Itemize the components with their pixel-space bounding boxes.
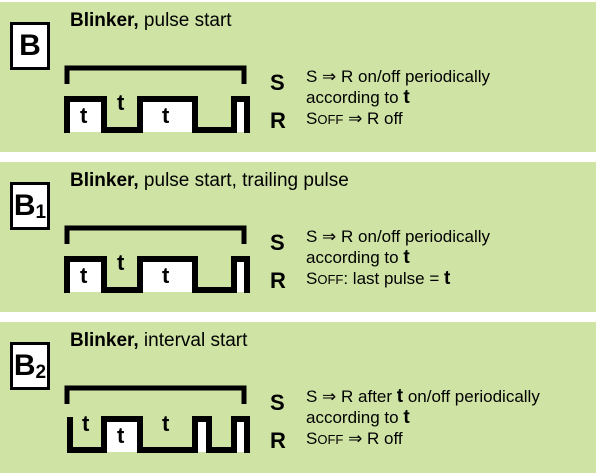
desc-text: according to bbox=[306, 408, 404, 427]
signal-s-label: S bbox=[270, 390, 285, 415]
description: S ⇒ R on/off periodically according to t… bbox=[306, 226, 490, 290]
desc-t: t bbox=[403, 87, 410, 108]
timing-diagram-b bbox=[64, 65, 250, 133]
desc-text: according to bbox=[306, 248, 404, 267]
function-code-sub: 1 bbox=[35, 201, 47, 223]
desc-text: S bbox=[306, 269, 318, 288]
desc-line: S ⇒ R on/off periodically bbox=[306, 66, 490, 87]
title-bold: Blinker, bbox=[70, 170, 139, 191]
desc-off: OFF bbox=[317, 432, 344, 447]
desc-line: according to t bbox=[306, 87, 490, 108]
title-rest: pulse start bbox=[138, 10, 232, 31]
desc-text: on/off periodically bbox=[403, 387, 540, 406]
r-signal-line bbox=[64, 256, 250, 293]
panel-b: B Blinker, pulse start t t t S R S ⇒ R o… bbox=[0, 2, 596, 152]
r-pulse bbox=[234, 419, 247, 452]
desc-t: t bbox=[443, 268, 451, 289]
r-pulse bbox=[67, 259, 104, 292]
r-signal-line bbox=[67, 416, 250, 453]
t-label: t bbox=[80, 103, 88, 128]
t-label: t bbox=[162, 411, 170, 436]
s-signal-line bbox=[64, 385, 247, 404]
desc-t: t bbox=[403, 247, 410, 268]
t-label: t bbox=[117, 423, 125, 448]
timing-diagram-b1 bbox=[64, 225, 250, 293]
description: S ⇒ R on/off periodically according to t… bbox=[306, 66, 490, 130]
desc-off: OFF bbox=[317, 272, 344, 287]
function-code-box: B bbox=[10, 22, 50, 70]
function-code: B bbox=[19, 29, 41, 62]
function-code: B bbox=[13, 349, 36, 382]
signal-s-label: S bbox=[270, 230, 285, 255]
t-label: t bbox=[162, 263, 170, 288]
description: S ⇒ R after t on/off periodically accord… bbox=[306, 386, 540, 450]
timing-diagram-b2 bbox=[64, 385, 250, 453]
desc-text: ⇒ R off bbox=[343, 109, 403, 128]
desc-t: t bbox=[403, 407, 410, 428]
r-pulse bbox=[140, 259, 195, 292]
r-pulse bbox=[67, 99, 104, 132]
s-signal-line bbox=[64, 225, 247, 244]
signal-r-label: R bbox=[270, 428, 286, 453]
desc-text: according to bbox=[306, 88, 404, 107]
function-code: B bbox=[13, 189, 36, 222]
desc-off: OFF bbox=[317, 112, 344, 127]
function-code-sub: 2 bbox=[35, 361, 47, 383]
signal-s-label: S bbox=[270, 70, 285, 95]
r-pulse bbox=[140, 99, 195, 132]
r-pulse bbox=[195, 419, 209, 452]
signal-r-label: R bbox=[270, 268, 286, 293]
t-label: t bbox=[80, 263, 88, 288]
desc-text: S ⇒ R on/off periodically bbox=[306, 227, 491, 246]
desc-line: according to t bbox=[306, 247, 490, 268]
desc-text: ⇒ R off bbox=[343, 429, 403, 448]
title-rest: pulse start, trailing pulse bbox=[138, 170, 349, 191]
desc-line: SOFF ⇒ R off bbox=[306, 428, 540, 450]
title-bold: Blinker, bbox=[70, 330, 139, 351]
desc-text: : last pulse = bbox=[343, 269, 444, 288]
r-pulse bbox=[104, 419, 140, 452]
t-label: t bbox=[117, 250, 125, 275]
desc-text: S ⇒ R after bbox=[306, 387, 397, 406]
desc-line: S ⇒ R after t on/off periodically bbox=[306, 386, 540, 407]
panel-title: Blinker, pulse start bbox=[70, 10, 232, 32]
panel-title: Blinker, pulse start, trailing pulse bbox=[70, 170, 349, 192]
desc-line: according to t bbox=[306, 407, 540, 428]
s-signal-line bbox=[64, 65, 247, 84]
title-rest: interval start bbox=[138, 330, 248, 351]
desc-text: S bbox=[306, 109, 318, 128]
desc-line: SOFF: last pulse = t bbox=[306, 268, 490, 290]
desc-line: SOFF ⇒ R off bbox=[306, 108, 490, 130]
t-label: t bbox=[82, 411, 90, 436]
t-label: t bbox=[117, 90, 125, 115]
panel-title: Blinker, interval start bbox=[70, 330, 247, 352]
desc-t: t bbox=[396, 386, 404, 407]
r-pulse bbox=[234, 99, 247, 132]
title-bold: Blinker, bbox=[70, 10, 139, 31]
r-pulse bbox=[234, 259, 247, 292]
t-label: t bbox=[162, 103, 170, 128]
desc-text: S bbox=[306, 429, 318, 448]
desc-text: S ⇒ R on/off periodically bbox=[306, 67, 491, 86]
desc-line: S ⇒ R on/off periodically bbox=[306, 226, 490, 247]
signal-r-label: R bbox=[270, 108, 286, 133]
